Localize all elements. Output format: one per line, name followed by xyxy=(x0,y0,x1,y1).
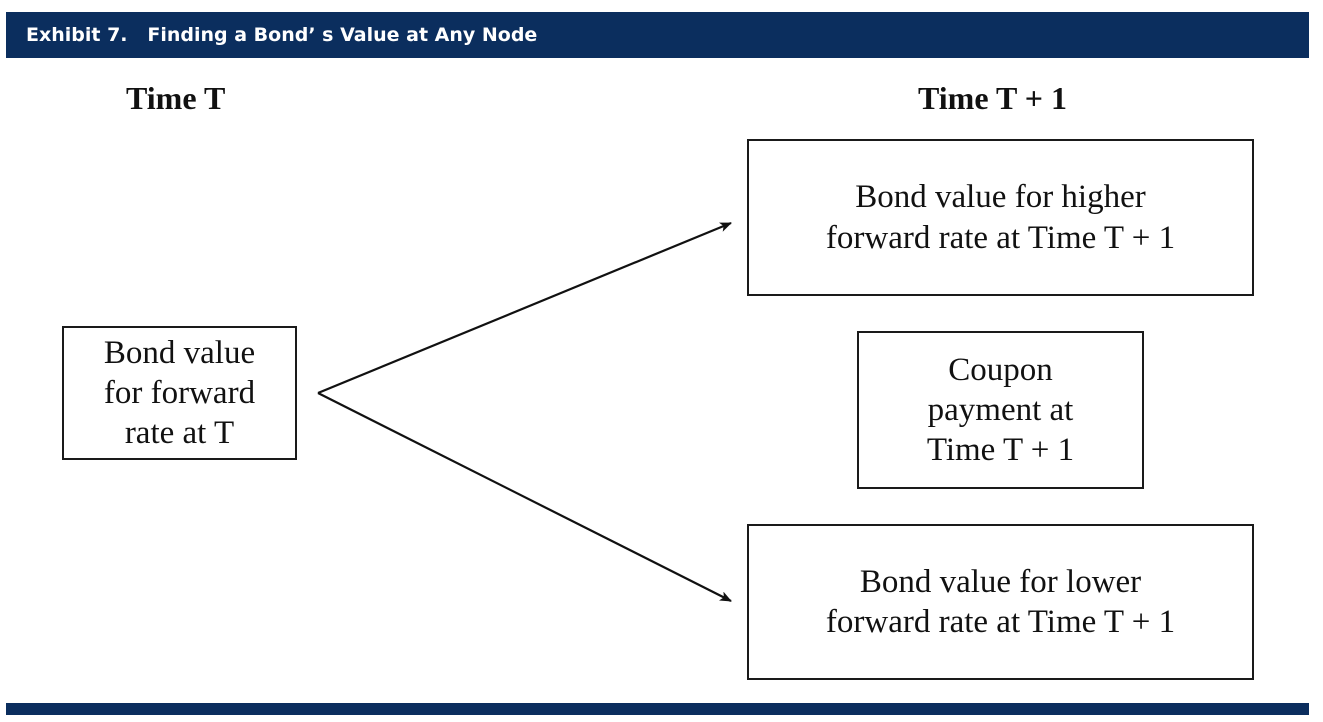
node-coupon-payment-label: Coupon payment at Time T + 1 xyxy=(926,351,1075,469)
exhibit-title-bar: Exhibit 7. Finding a Bond’ s Value at An… xyxy=(6,12,1309,58)
node-bond-value-at-t: Bond value for forward rate at T xyxy=(62,326,297,460)
node-lower-forward-rate: Bond value for lower forward rate at Tim… xyxy=(747,524,1254,680)
exhibit-title: Exhibit 7. Finding a Bond’ s Value at An… xyxy=(26,24,538,46)
footer-bar xyxy=(6,703,1309,715)
node-higher-forward-rate-label: Bond value for higher forward rate at Ti… xyxy=(825,179,1176,256)
time-t-heading: Time T xyxy=(126,80,226,116)
node-bond-value-at-t-label: Bond value for forward rate at T xyxy=(103,334,256,452)
arrow-to-higher-rate xyxy=(317,221,732,395)
arrow-to-lower-rate xyxy=(317,392,732,602)
node-lower-forward-rate-label: Bond value for lower forward rate at Tim… xyxy=(825,563,1176,640)
time-t-plus-1-heading: Time T + 1 xyxy=(918,80,1067,116)
node-higher-forward-rate: Bond value for higher forward rate at Ti… xyxy=(747,139,1254,296)
node-coupon-payment: Coupon payment at Time T + 1 xyxy=(857,331,1144,489)
